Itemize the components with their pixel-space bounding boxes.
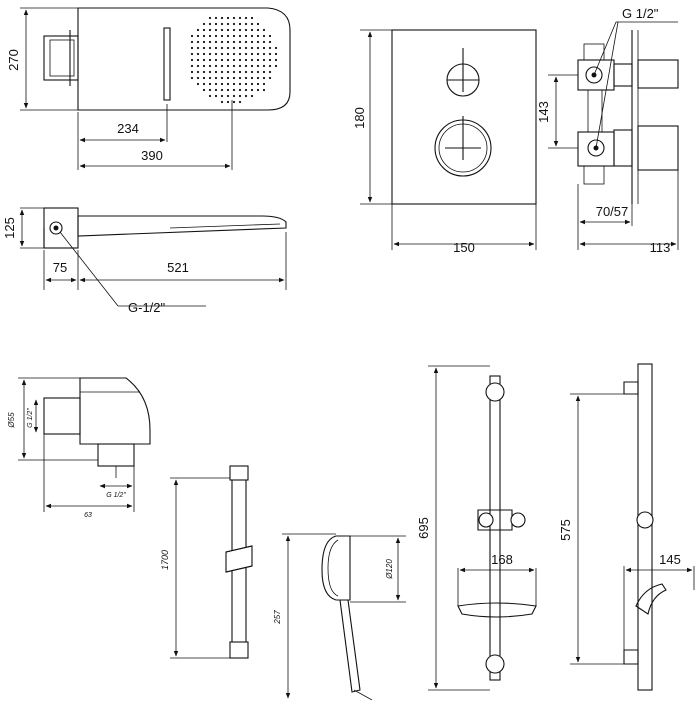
shower-head-side-view: 125 75 521 G-1/2" — [2, 207, 287, 315]
hand-shower-view: 257 Ø120 — [273, 533, 406, 701]
thread-label-top: G 1/2" — [27, 408, 34, 428]
connection-label-side: G-1/2" — [128, 300, 166, 315]
dim-270: 270 — [6, 49, 21, 71]
connection-label-thermostat: G 1/2" — [622, 6, 659, 21]
dim-75: 75 — [53, 260, 67, 275]
hose-view: 1700 — [160, 465, 253, 659]
rail-front-view: 695 168 — [416, 365, 537, 691]
dim-125: 125 — [2, 217, 17, 239]
dim-63: 63 — [84, 512, 92, 519]
dim-695: 695 — [416, 517, 431, 539]
dim-390: 390 — [141, 148, 163, 163]
thermostat-front-view: 180 150 — [352, 29, 537, 255]
dim-70-57: 70/57 — [596, 204, 629, 219]
dim-150: 150 — [453, 240, 475, 255]
shower-head-top-view: 270 234 390 — [6, 7, 291, 170]
dim-257: 257 — [273, 610, 282, 625]
thread-label-bottom: G 1/2" — [106, 492, 126, 499]
dim-143: 143 — [536, 101, 551, 123]
dim-diameter-120: Ø120 — [385, 559, 394, 580]
dim-145: 145 — [659, 552, 681, 567]
nozzle-pattern — [190, 16, 278, 104]
dim-diameter-55: Ø55 — [7, 412, 16, 429]
dim-168: 168 — [491, 552, 513, 567]
dim-521: 521 — [167, 260, 189, 275]
dim-234: 234 — [117, 121, 139, 136]
dim-113: 113 — [650, 240, 671, 255]
dim-180: 180 — [352, 107, 367, 129]
dim-1700: 1700 — [160, 550, 170, 570]
thermostat-side-view: G 1/2" 143 70/57 113 — [536, 6, 679, 255]
dim-575: 575 — [558, 519, 573, 541]
wall-outlet-view: Ø55 G 1/2" G 1/2" 63 — [7, 377, 151, 519]
rail-side-view: 575 145 — [558, 363, 695, 691]
